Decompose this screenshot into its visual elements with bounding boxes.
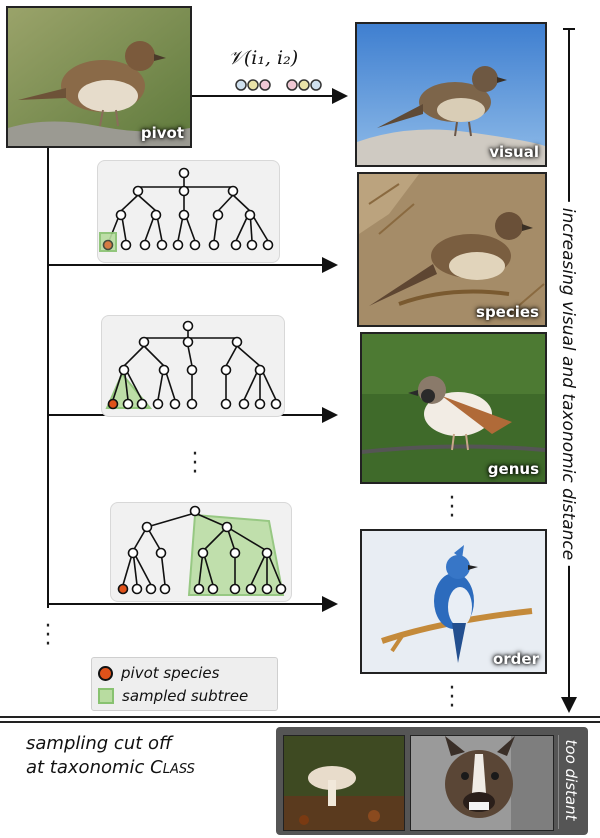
- taxonomy-tree-species: [97, 160, 280, 263]
- arrow-visual: [192, 95, 334, 97]
- dog-photo: [410, 735, 554, 831]
- separator-line: [0, 716, 600, 718]
- continuation-dots-middle: ···: [191, 442, 199, 485]
- species-bird-image: [359, 174, 545, 325]
- continuation-dots-right-2: ···: [448, 676, 456, 719]
- visual-label: visual: [489, 143, 539, 161]
- visual-bird-image: [357, 24, 545, 165]
- mushroom-image: [284, 736, 404, 830]
- cutoff-line-2: at taxonomic Class: [26, 756, 195, 780]
- mushroom-photo: [283, 735, 405, 831]
- distance-axis-label: increasing visual and taxonomic distance: [556, 201, 580, 567]
- genus-photo: genus: [360, 332, 547, 484]
- continuation-dots-left: ···: [44, 614, 52, 657]
- tree-diagram-species: [99, 167, 274, 252]
- dog-image: [411, 736, 553, 830]
- sparrow-image: [8, 8, 190, 146]
- legend-pivot-species: pivot species: [98, 664, 219, 682]
- taxonomy-tree-genus: [101, 315, 285, 417]
- separator-line-2: [0, 721, 600, 723]
- continuation-dots-right-1: ···: [448, 486, 456, 529]
- species-photo: species: [357, 172, 547, 327]
- genus-bird-image: [362, 334, 545, 482]
- order-label: order: [492, 650, 539, 668]
- legend-sampled-subtree-label: sampled subtree: [122, 687, 249, 705]
- distance-axis-arrowhead: [561, 697, 577, 713]
- genus-label: genus: [487, 460, 539, 478]
- too-distant-divider: [558, 735, 559, 829]
- arrow-species: [48, 264, 322, 266]
- arrow-order-head: [322, 596, 338, 612]
- cutoff-class-term: Class: [150, 757, 195, 778]
- arrow-genus-head: [322, 407, 338, 423]
- pivot-label: pivot: [140, 124, 184, 142]
- visual-photo: visual: [355, 22, 547, 167]
- taxonomy-tree-order: [110, 502, 292, 602]
- sampled-subtree-swatch-icon: [98, 688, 114, 704]
- arrow-species-head: [322, 257, 338, 273]
- legend-sampled-subtree: sampled subtree: [98, 687, 248, 705]
- pivot-photo: pivot: [6, 6, 192, 148]
- distance-formula: 𝒱(i₁, i₂): [228, 47, 299, 69]
- feature-vector-icon: [235, 79, 322, 91]
- distance-axis-tick: [563, 28, 575, 30]
- tree-diagram-order: [117, 505, 287, 596]
- cutoff-line-2-prefix: at taxonomic: [26, 757, 151, 778]
- main-vertical-line: [47, 148, 49, 608]
- pivot-species-swatch-icon: [98, 665, 113, 681]
- legend: pivot species sampled subtree: [91, 657, 278, 711]
- arrow-visual-head: [332, 88, 348, 104]
- cutoff-line-1: sampling cut off: [26, 733, 173, 754]
- distance-axis-label-text: increasing visual and taxonomic distance: [556, 201, 580, 567]
- legend-pivot-species-label: pivot species: [121, 664, 220, 682]
- too-distant-label: too distant: [562, 739, 580, 821]
- order-photo: order: [360, 529, 547, 674]
- tree-diagram-genus: [105, 320, 282, 410]
- too-distant-panel: [276, 727, 588, 835]
- arrow-order: [48, 603, 322, 605]
- order-bird-image: [362, 531, 545, 672]
- cutoff-caption: sampling cut off at taxonomic Class: [26, 732, 195, 780]
- species-label: species: [476, 303, 539, 321]
